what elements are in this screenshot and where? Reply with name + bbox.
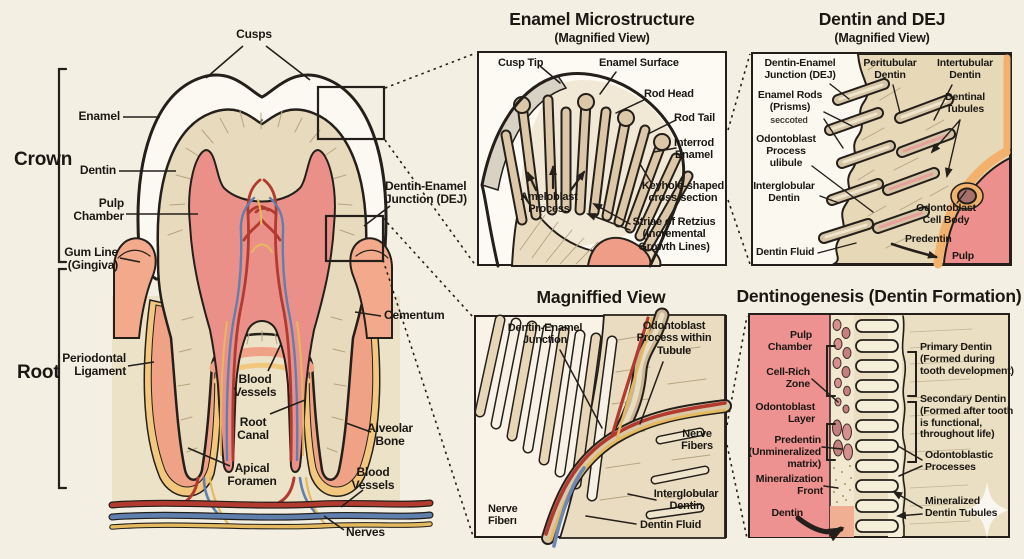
label-root-canal: Root Canal — [237, 415, 269, 443]
label-pulp-chamber-4: Pulp Chamber — [767, 329, 812, 353]
zoom-connector-lines — [382, 52, 751, 539]
panel1-subtitle: (Magnified View) — [554, 31, 650, 45]
label-blood-vessels-root: Blood Vessels — [233, 372, 277, 400]
label-odontoblast-process-3: Odontoblast Process within Tubule — [636, 320, 712, 357]
label-ameloblast-process: Ameloblast Process — [520, 191, 578, 216]
panel2-leaders — [811, 83, 967, 254]
label-nerve-fiber: Nerve Fiberı — [488, 503, 518, 528]
label-rod-tail: Rod Tail — [674, 112, 715, 124]
panel4-title: Dentinogenesis (Dentin Formation) — [736, 286, 1022, 306]
label-primary-dentin: Primary Dentin (Formed during tooth deve… — [920, 341, 1014, 377]
label-predentin-2: Predentin — [905, 233, 952, 245]
panel-dentinogenesis-art — [750, 314, 1008, 542]
odontoblast-cells — [832, 319, 853, 461]
label-crown: Crown — [14, 149, 73, 170]
tubule-comb — [855, 319, 899, 533]
label-enamel: Enamel — [78, 109, 121, 123]
label-nerve-fibers: Nerve Fibers — [681, 428, 713, 453]
label-dentin-fluid-3: Dentin Fluid — [640, 519, 702, 531]
gum-right-shape — [349, 237, 393, 339]
predentin-speckles — [833, 465, 852, 503]
crown-bracket — [57, 67, 68, 264]
label-enamel-rods: Enamel Rods (Prisms) — [757, 89, 823, 113]
label-pulp-2: Pulp — [952, 250, 974, 262]
tooth-leader-lines — [119, 45, 391, 531]
label-dej: Dentin-Enamel Junction (DEJ) — [385, 179, 467, 207]
dentinal-tubules — [818, 78, 956, 244]
callout-square-enamel — [316, 85, 386, 141]
panel-enamel-art — [480, 65, 694, 268]
label-pulp-chamber: Pulp Chamber — [73, 196, 124, 224]
label-periodontal-ligament: Periodontal Ligament — [62, 351, 126, 379]
label-cell-rich-zone: Cell-Rich Zone — [766, 366, 810, 390]
label-dentin: Dentin — [79, 163, 116, 177]
panel1-leaders — [539, 65, 677, 231]
label-cusps: Cusps — [236, 27, 272, 41]
root-bracket — [57, 267, 68, 490]
label-interglobular-2: Interglobular Dentin — [753, 180, 815, 204]
label-enamel-rods-note: seccoted — [770, 115, 808, 125]
label-predentin-4: Predentin (Unmineralized matrix) — [748, 434, 822, 470]
panel3-leaders — [559, 349, 664, 525]
label-odontoblast-process-2: Odontoblast Process ulibule — [756, 133, 816, 169]
label-enamel-surface: Enamel Surface — [599, 57, 679, 69]
callout-square-dej — [324, 214, 385, 263]
enamel-rod-columns — [474, 314, 618, 502]
odontoblast-cell-body-shape — [957, 187, 977, 205]
label-dentin-fluid-2: Dentin Fluid — [756, 246, 815, 258]
nerve-yellow-lines — [219, 199, 305, 456]
label-odontoblast-cell-body: Odontoblast Cell Body — [916, 202, 976, 226]
panel2-subtitle: (Magnified View) — [834, 31, 930, 45]
label-dentinal-tubules: Dentinal Tubules — [945, 91, 985, 115]
pulp-region — [942, 156, 1011, 265]
label-striae: Striae of Retzius (Incremental Growth Li… — [632, 216, 716, 253]
label-interrod-enamel: Interrod Enamel — [674, 137, 714, 162]
label-interglobular-3: Interglobular Dentin — [653, 488, 719, 513]
gum-left-shape — [113, 237, 157, 339]
blood-vessel-red-lines — [231, 178, 293, 462]
label-peritubular-dentin: Peritubular Dentin — [863, 57, 917, 81]
label-dentin-4: Dentin — [771, 507, 804, 519]
panel4-leaders — [811, 378, 923, 520]
label-rod-head: Rod Head — [644, 88, 694, 100]
label-dej-2: Dentin-Enamel Junction (DEJ) — [764, 57, 836, 81]
enamel-rods — [502, 96, 692, 250]
label-keyhole: Keyhole-shaped cross-section — [641, 180, 725, 205]
label-apical-foramen: Apical Foramen — [227, 461, 277, 489]
watermark-star — [966, 482, 1008, 538]
pulp-column — [750, 315, 830, 537]
tooth-art — [57, 67, 434, 530]
vessel-bundle — [108, 499, 434, 530]
blood-vessel-blue-lines — [225, 196, 299, 462]
label-dej-3: Dentin-Enamel Junction — [507, 322, 583, 347]
panel-magnified-art — [474, 307, 732, 548]
panel-dentin-dej-art — [811, 53, 1011, 269]
label-odontoblast-layer: Odontoblast Layer — [755, 401, 815, 425]
label-root: Root — [17, 362, 60, 383]
panel2-title: Dentin and DEJ — [818, 9, 946, 29]
label-mineralized-tubules: Mineralized Dentin Tubules — [925, 495, 998, 519]
panel3-title: Magniffied View — [536, 287, 666, 307]
rod-heads — [513, 93, 671, 151]
label-cementum: Cementum — [384, 308, 445, 322]
label-alveolar-bone: Alveolar Bone — [367, 421, 413, 449]
label-gum-line: Gum Line (Gingiva) — [64, 245, 118, 273]
nerve-fiber-bundle — [541, 316, 732, 548]
label-intertubular-dentin: Intertubular Dentin — [937, 57, 993, 81]
label-mineralization-front: Mineralization Front — [755, 473, 823, 497]
label-nerves: Nerves — [346, 525, 385, 539]
label-odontoblastic-processes: Odontoblastic Processes — [925, 449, 993, 473]
label-cusp-tip: Cusp Tip — [498, 57, 544, 69]
label-blood-vessels-bottom: Blood Vessels — [351, 465, 395, 493]
label-secondary-dentin: Secondary Dentin (Formed after tooth is … — [920, 393, 1014, 441]
panel1-title: Enamel Microstructure — [509, 9, 695, 29]
